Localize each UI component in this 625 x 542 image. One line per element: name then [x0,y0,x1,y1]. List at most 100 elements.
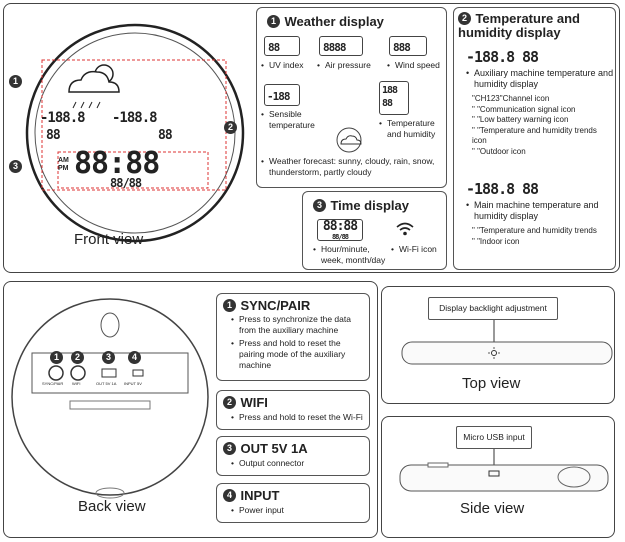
wifi-title: WIFI [240,395,268,410]
aux-item-outdoor: " "Outdoor icon [472,146,526,156]
time-marker: 3 [313,199,326,213]
temp-humidity-label: Temperature and humidity [379,118,445,140]
sync-list: Press to synchronize the data from the a… [231,314,367,371]
lcd-uv: 88 [264,36,300,56]
front-lcd-am: AM [58,157,69,164]
out-box: 3 OUT 5V 1A Output connector [216,436,370,476]
pressure-list: Air pressure [317,60,387,71]
temphum-list: Temperature and humidity [379,118,445,140]
wind-speed-label: Wind speed [387,60,447,71]
front-lcd-date: 88/88 [110,176,142,190]
lcd-time-sample-value: 88:88 [322,219,358,234]
main-item-indoor: " "Indoor icon [472,236,520,246]
lcd-date-sample-value: 88/88 [331,233,349,241]
front-lcd-big-temp-2: -188.8 [112,110,158,126]
temp-humidity-header: 2 Temperature and humidity display [458,12,616,40]
aux-item-battery: " "Low battery warning icon [472,115,569,124]
out-header: 3 OUT 5V 1A [223,440,308,458]
wind-list: Wind speed [387,60,447,71]
sync-marker: 1 [223,299,236,313]
lcd-aux-hum: 88 [522,48,539,66]
out-title: OUT 5V 1A [240,441,308,456]
lcd-main-hum: 88 [522,180,539,198]
time-desc-list: Hour/minute, week, month/day [313,244,391,266]
lcd-main-temp: -188.8 [466,180,515,198]
main-heading-list: Main machine temperature and humidity di… [466,200,614,222]
back-port-label-3: OUT 5V 1A [96,381,117,386]
sensible-list: Sensible temperature [261,109,331,131]
aux-item-signal: " "Communication signal icon [472,104,576,114]
front-lcd-time: 88:88 [74,146,160,181]
top-view-label: Top view [462,375,521,392]
top-callout: Display backlight adjustment [428,297,558,320]
lcd-temp-hum: 188 88 [379,81,409,115]
time-desc-label: Hour/minute, week, month/day [313,244,391,266]
front-lcd-hum-2: 88 [158,128,173,143]
aux-heading-list: Auxiliary machine temperature and humidi… [466,68,614,90]
front-lcd-pm: PM [58,165,69,172]
weather-display-box: 1 Weather display 88 8888 888 UV index A… [256,7,447,188]
back-port-label-4: INPUT 5V [124,381,142,386]
input-box: 4 INPUT Power input [216,483,370,523]
wifi-marker: 2 [223,396,236,410]
time-display-box: 3 Time display 88:88 88/88 Hour/minute, … [302,191,447,270]
back-port-label-1: SYNC/PAIR [42,381,64,386]
wifi-header: 2 WIFI [223,394,268,412]
sync-header: 1 SYNC/PAIR [223,297,310,315]
input-item-1: Power input [231,505,367,516]
main-items: " "Temperature and humidity trends " "In… [472,226,612,247]
front-marker-3: 3 [9,160,22,173]
forecast-label: Weather forecast: sunny, cloudy, rain, s… [261,156,445,178]
wifi-list: Press and hold to reset the Wi-Fi [231,412,367,423]
input-header: 4 INPUT [223,487,279,505]
wifi-icon [396,222,414,236]
back-port-label-2: WIFI [72,381,81,386]
back-marker-1: 1 [50,351,63,364]
top-callout-text: Display backlight adjustment [439,303,547,313]
back-marker-3: 3 [102,351,115,364]
front-marker-2: 2 [224,121,237,134]
side-callout-text: Micro USB input [463,432,525,442]
weather-display-title: Weather display [284,14,384,29]
sync-pair-box: 1 SYNC/PAIR Press to synchronize the dat… [216,293,370,381]
aux-heading: Auxiliary machine temperature and humidi… [466,68,614,90]
lcd-time-sample: 88:88 88/88 [317,219,363,241]
time-display-header: 3 Time display [313,197,409,215]
front-device-outline [25,23,245,243]
aux-item-channel: "CH123"Channel icon [472,94,550,103]
sync-title: SYNC/PAIR [240,298,311,313]
side-view-device [399,449,609,492]
back-marker-4: 4 [128,351,141,364]
air-pressure-label: Air pressure [317,60,387,71]
wifi-desc-label: Wi-Fi icon [391,244,447,255]
sync-item-1: Press to synchronize the data from the a… [231,314,367,336]
main-heading: Main machine temperature and humidity di… [466,200,614,222]
forecast-icons [336,127,362,153]
front-marker-1: 1 [9,75,22,88]
wifi-item-1: Press and hold to reset the Wi-Fi [231,412,367,423]
input-title: INPUT [240,488,280,503]
input-marker: 4 [223,489,236,503]
front-lcd-hum-1: 88 [46,128,61,143]
weather-display-header: 1 Weather display [267,13,384,31]
front-view-device [24,22,246,244]
out-list: Output connector [231,458,367,469]
lcd-th-hum: 88 [382,98,393,109]
wifi-desc-list: Wi-Fi icon [391,244,447,255]
back-view-device [10,285,210,500]
weather-icon [68,64,120,93]
lcd-th-temp: 188 [382,85,398,96]
out-item-1: Output connector [231,458,367,469]
wifi-box: 2 WIFI Press and hold to reset the Wi-Fi [216,390,370,430]
front-lcd-big-temp-1: -188.8 [40,110,86,126]
side-callout: Micro USB input [456,426,532,449]
temp-humidity-box: 2 Temperature and humidity display -188.… [453,7,616,270]
main-item-trend: " "Temperature and humidity trends [472,226,597,235]
out-marker: 3 [223,442,236,456]
uv-list: UV index [261,60,321,71]
aux-item-trend: " "Temperature and humidity trends icon [472,125,597,146]
lcd-aux-temp: -188.8 [466,48,515,66]
forecast-list: Weather forecast: sunny, cloudy, rain, s… [261,156,445,178]
weather-marker: 1 [267,15,280,29]
side-view-label: Side view [460,500,525,517]
